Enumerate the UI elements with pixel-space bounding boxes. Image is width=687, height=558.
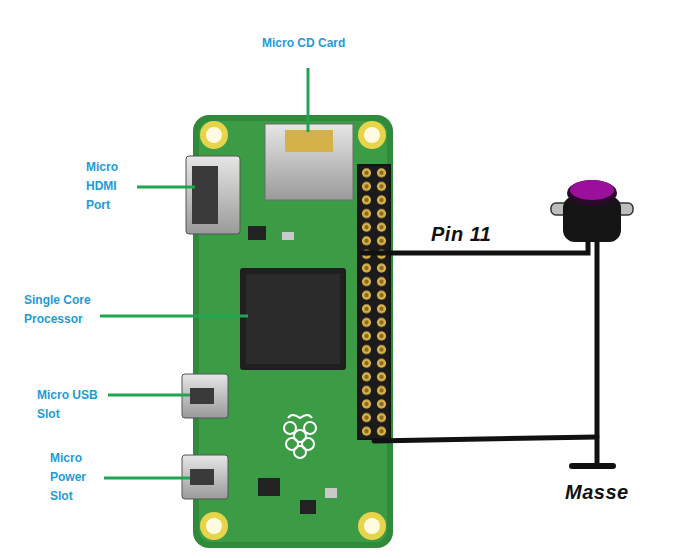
smd-component — [258, 478, 280, 496]
button-cap — [570, 180, 614, 200]
gpio-header-base — [357, 164, 391, 440]
mounting-hole — [358, 512, 386, 540]
logo-berry — [284, 422, 296, 434]
gpio-pins — [359, 166, 389, 438]
sd-card-slot — [265, 124, 353, 200]
processor-chip — [240, 268, 346, 370]
button-cap-rim — [567, 180, 617, 206]
push-button — [551, 180, 633, 242]
part-label: Single Core Processor — [24, 291, 100, 329]
leader-line — [307, 68, 310, 132]
mounting-hole-center — [206, 127, 222, 143]
mounting-hole-center — [206, 518, 222, 534]
part-label: Micro Power Slot — [50, 449, 96, 506]
smd-component — [282, 232, 294, 240]
ground-bar — [572, 463, 613, 469]
logo-berry — [304, 422, 316, 434]
leader-line — [137, 186, 195, 189]
signal-name: Masse — [565, 480, 685, 504]
part-label: Micro CD Card — [262, 34, 372, 53]
pin-name: Pin 11 — [431, 222, 551, 246]
mounting-hole-center — [364, 127, 380, 143]
leader-line — [104, 477, 190, 480]
part-label: Micro HDMI Port — [86, 158, 132, 215]
mounting-hole — [200, 121, 228, 149]
mounting-hole — [358, 121, 386, 149]
smd-component — [300, 500, 316, 514]
usb-opening — [190, 469, 214, 485]
raspberry-logo — [284, 415, 316, 458]
sd-contacts — [285, 130, 333, 152]
mounting-hole-center — [364, 518, 380, 534]
wires — [363, 238, 613, 466]
mounting-hole — [200, 512, 228, 540]
leader-line — [108, 394, 190, 397]
processor-die — [246, 274, 340, 364]
leader-lines — [100, 68, 308, 478]
usb-opening — [190, 388, 214, 404]
wire-ground-pin — [374, 437, 597, 441]
wire-ground — [595, 240, 600, 466]
part-label: Micro USB Slot — [37, 386, 109, 424]
smd-component — [248, 226, 266, 240]
smd-component — [325, 488, 337, 498]
logo-berry — [294, 446, 306, 458]
logo-leaves — [288, 415, 312, 418]
leader-line — [100, 315, 248, 318]
mini-hdmi-port — [186, 156, 240, 234]
hdmi-opening — [192, 166, 218, 224]
